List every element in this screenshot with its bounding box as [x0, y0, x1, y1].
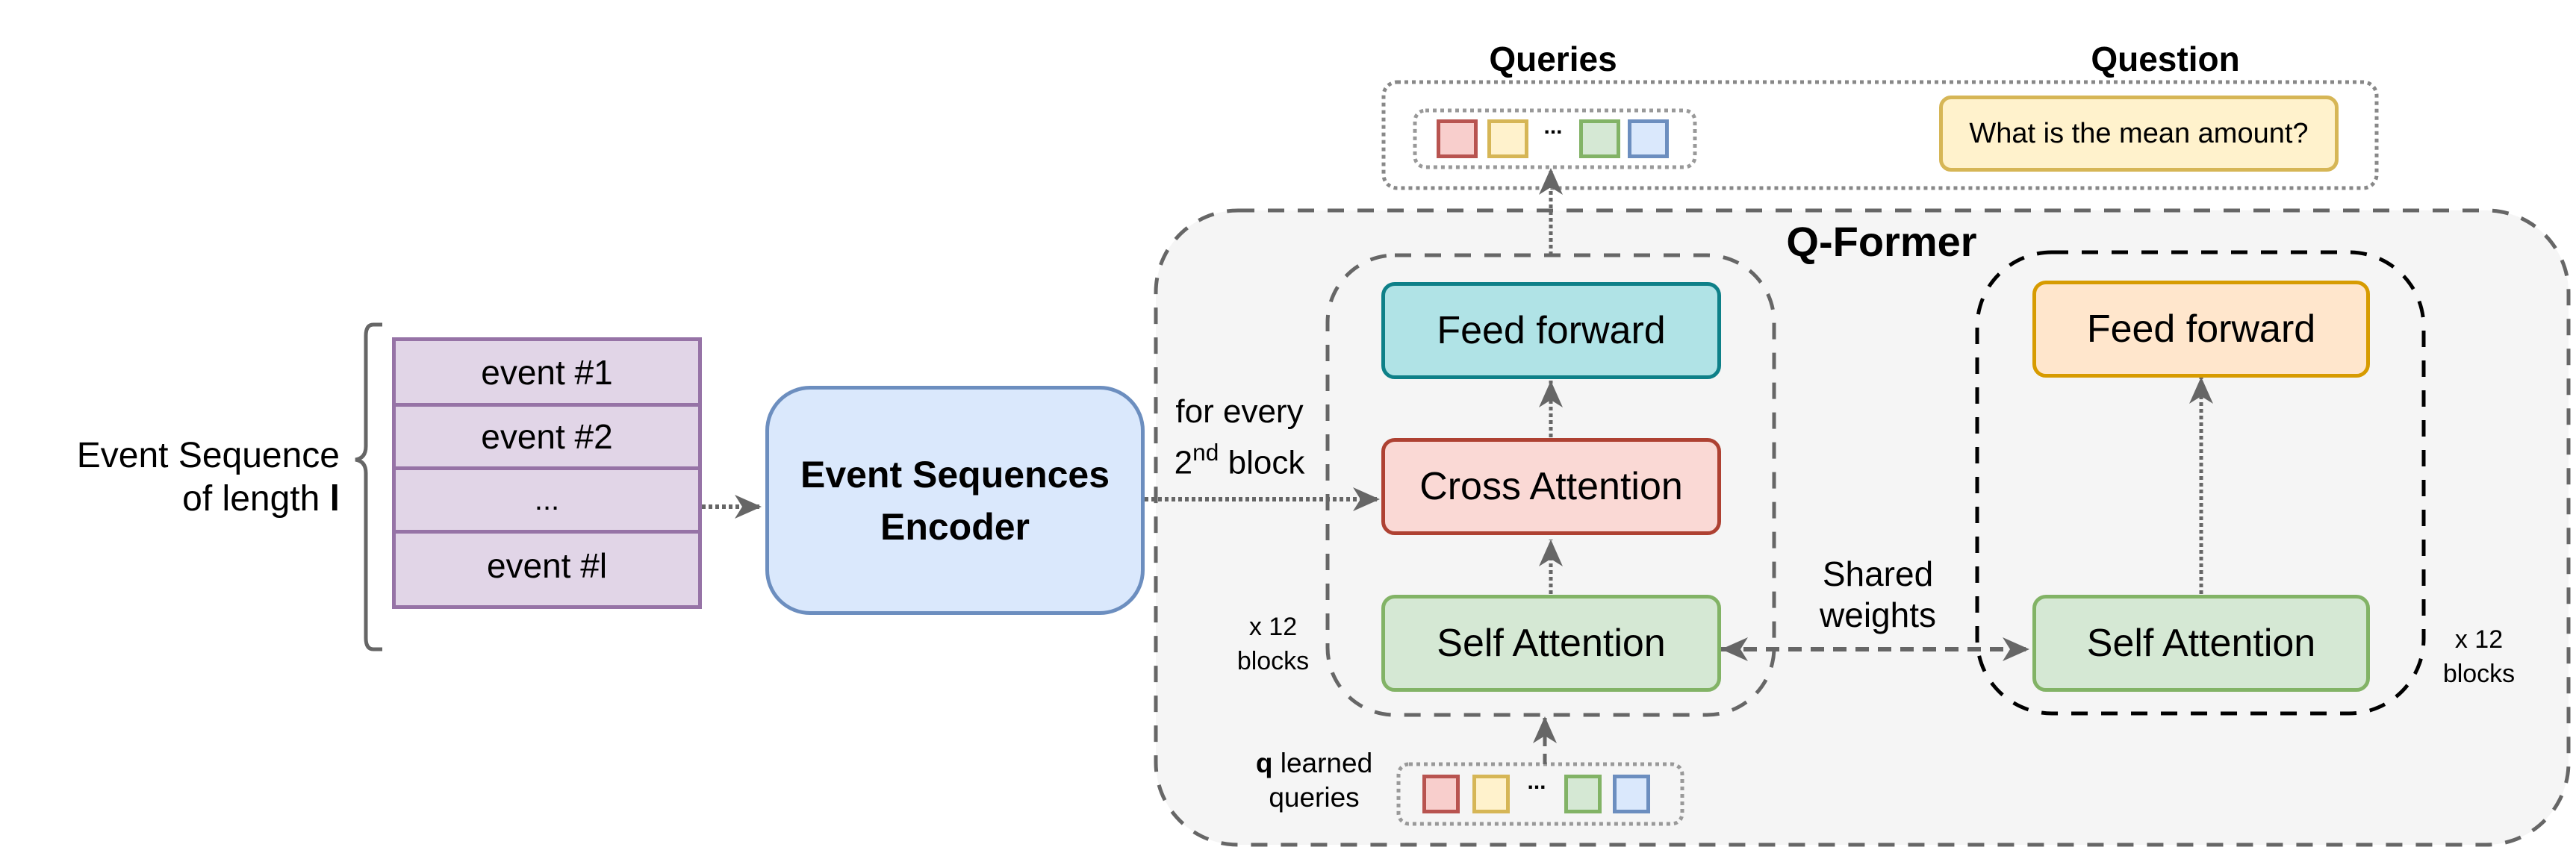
queries-title: Queries: [1489, 40, 1617, 78]
learned-query-token: [1564, 775, 1602, 813]
input-label-prefix: of length: [182, 478, 330, 519]
event-sequences-encoder: Event Sequences Encoder: [765, 386, 1145, 615]
event-item: event #1: [396, 341, 698, 407]
input-label-line1: Event Sequence: [76, 436, 340, 475]
encoder-label-line1: Event Sequences: [800, 453, 1110, 496]
input-brace: [355, 322, 382, 651]
cross-link-line1: for every: [1175, 393, 1304, 430]
right-self-attention-block: Self Attention: [2032, 595, 2370, 692]
learned-query-token: [1613, 775, 1650, 813]
input-label-line2: of length l: [77, 478, 340, 521]
learned-queries-line1: q learned: [1239, 746, 1389, 781]
ordinal-suffix: nd: [1192, 438, 1219, 466]
event-item: event #l: [486, 546, 608, 585]
learned-queries-var: q: [1255, 748, 1273, 778]
cross-link-label: for every 2nd block: [1165, 388, 1314, 487]
event-item: ...: [396, 470, 698, 534]
right-repeat-count: x 12: [2454, 625, 2504, 654]
right-repeat-label: x 12 blocks: [2430, 623, 2527, 692]
output-query-token: [1437, 119, 1478, 158]
ordinal-number: 2: [1174, 444, 1193, 481]
left-repeat-count: x 12: [1248, 613, 1298, 641]
learned-queries-line2: queries: [1269, 782, 1360, 813]
event-item: event #2: [396, 407, 698, 470]
output-queries-container: [1413, 108, 1697, 169]
learned-query-token: [1422, 775, 1460, 813]
learned-query-token: [1472, 775, 1510, 813]
shared-weights-label: Shared weights: [1785, 554, 1971, 636]
input-label-var: l: [329, 478, 340, 519]
output-queries-ellipsis: ...: [1543, 114, 1563, 139]
output-query-token: [1579, 119, 1620, 158]
right-stack-container: [1975, 250, 2426, 716]
question-title: Question: [2091, 40, 2240, 78]
left-self-attention-block: Self Attention: [1381, 595, 1721, 692]
right-feed-forward-block: Feed forward: [2032, 281, 2370, 378]
learned-queries-container: [1396, 762, 1684, 826]
event-sequence-list: event #1 event #2 ... event #l: [392, 337, 702, 609]
learned-queries-label: q learned queries: [1239, 746, 1389, 816]
cross-link-line2: 2nd block: [1165, 436, 1314, 487]
question-box: What is the mean amount?: [1939, 96, 2339, 172]
input-label: Event Sequence of length l: [77, 434, 340, 520]
left-feed-forward-block: Feed forward: [1381, 282, 1721, 379]
qformer-title: Q-Former: [1786, 218, 1977, 265]
learned-queries-rest: learned: [1272, 748, 1373, 778]
learned-queries-ellipsis: ...: [1527, 769, 1546, 794]
left-repeat-label: x 12 blocks: [1225, 610, 1322, 679]
shared-weights-line1: Shared: [1822, 554, 1934, 593]
cross-attention-block: Cross Attention: [1381, 438, 1721, 535]
output-query-token: [1628, 119, 1669, 158]
output-query-token: [1487, 119, 1528, 158]
right-repeat-unit: blocks: [2442, 659, 2516, 688]
cross-link-rest: block: [1219, 444, 1305, 481]
shared-weights-line2: weights: [1820, 596, 1936, 635]
left-repeat-unit: blocks: [1236, 646, 1310, 675]
encoder-label-line2: Encoder: [880, 505, 1030, 548]
